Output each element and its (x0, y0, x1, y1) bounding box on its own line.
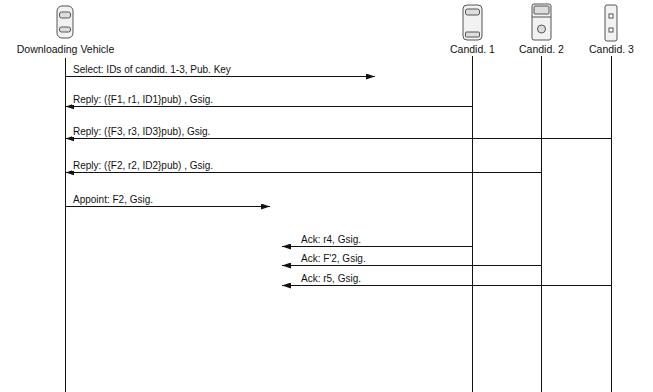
participant-label: Candid. 1 (448, 42, 497, 56)
message-arrow (282, 265, 542, 266)
participant-label: Candid. 2 (517, 42, 566, 56)
participant-name: Downloading Vehicle (17, 43, 114, 55)
message-label: Ack: r5, Gsig. (300, 273, 362, 284)
participant-label: Downloading Vehicle (15, 42, 116, 56)
message-arrow (65, 56, 611, 139)
vehicle-icon (463, 5, 482, 40)
message-arrow (65, 56, 541, 173)
vehicle-icon (605, 5, 617, 41)
participant-label: Candid. 3 (587, 42, 636, 56)
message-arrow (66, 206, 271, 207)
participant-name: Candid. 1 (450, 43, 495, 55)
message-label: Reply: ({F3, r3, ID3}pub), Gsig. (72, 126, 211, 137)
message-label: Reply: ({F2, r2, ID2}pub) , Gsig. (72, 160, 214, 171)
message-label: Select: IDs of candid. 1-3, Pub. Key (72, 64, 232, 75)
message-label: Ack: r4, Gsig. (300, 234, 362, 245)
participant-name: Candid. 3 (589, 43, 634, 55)
message-label: Appoint: F2, Gsig. (72, 194, 154, 205)
lifeline (65, 58, 66, 392)
lifeline (472, 58, 473, 392)
message-arrow (66, 76, 376, 77)
message-arrow (65, 56, 472, 107)
message-label: Ack: F'2, Gsig. (300, 253, 367, 264)
message-arrow (282, 285, 612, 286)
message-label: Reply: ({F1, r1, ID1}pub) , Gsig. (72, 94, 214, 105)
message-arrow (282, 246, 473, 247)
participant-name: Candid. 2 (519, 43, 564, 55)
truck-icon (532, 4, 551, 40)
vehicle-icon (57, 6, 73, 38)
